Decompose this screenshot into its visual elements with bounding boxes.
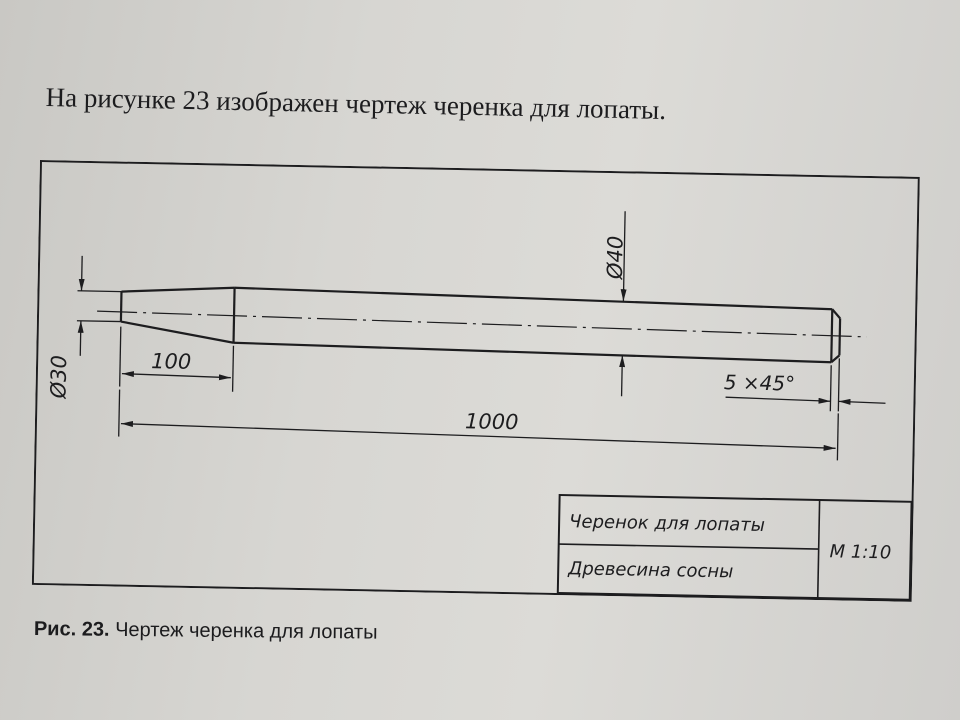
dim-label-diameter-40: Ø40	[603, 236, 628, 281]
figure-caption-text: Чертеж черенка для лопаты	[115, 618, 378, 644]
figure-caption: Рис. 23. Чертеж черенка для лопаты	[34, 618, 378, 645]
title-block-part-name: Черенок для лопаты	[569, 511, 765, 536]
drawing-svg: Ø30 100 Ø40 5 ×45°	[31, 160, 920, 602]
dimension-diameter-40: Ø40	[603, 211, 628, 397]
dim-label-chamfer: 5 ×45°	[724, 370, 796, 395]
dim-label-total-1000: 1000	[465, 409, 519, 434]
dimension-total-1000: 1000	[118, 389, 839, 461]
title-block: Черенок для лопаты Древесина сосны M 1:1…	[556, 494, 913, 601]
title-block-scale: M 1:10	[829, 541, 891, 563]
figure-number: Рис. 23.	[33, 618, 110, 641]
title-block-material: Древесина сосны	[567, 558, 734, 582]
dim-label-diameter-30: Ø30	[46, 355, 71, 400]
center-line	[97, 310, 867, 338]
dimension-chamfer: 5 ×45°	[724, 358, 886, 412]
dimension-diameter-30: Ø30	[46, 255, 122, 400]
dimension-taper-100: 100	[119, 326, 235, 392]
drawing-border	[31, 160, 920, 602]
page-heading: На рисунке 23 изображен чертеж черенка д…	[45, 82, 667, 125]
dim-label-taper-100: 100	[151, 349, 192, 374]
technical-drawing: Ø30 100 Ø40 5 ×45°	[31, 160, 920, 602]
handle-outline	[119, 286, 842, 364]
